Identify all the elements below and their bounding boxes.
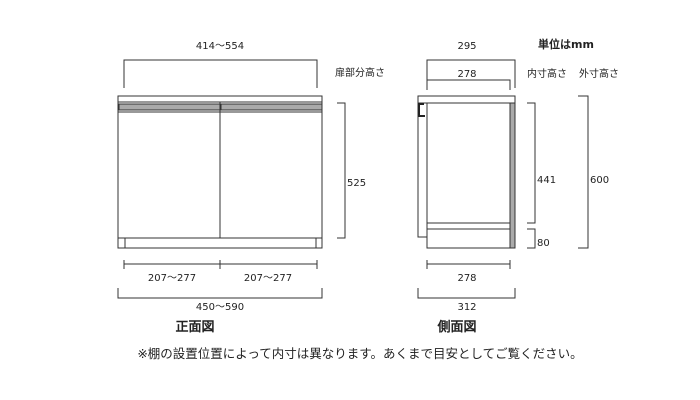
outer-height-dimension: [578, 95, 589, 249]
overall-width-dimension: [117, 288, 323, 299]
inner-height-label: 内寸高さ: [527, 67, 567, 80]
left-door-width: 207～277: [148, 273, 196, 284]
top-width-label: 414～554: [196, 41, 244, 52]
front-view: 414～554 525 扉部分高さ 207～277 207～277 450～59…: [117, 41, 385, 335]
base-height-value: 80: [537, 238, 550, 249]
outer-height-value: 600: [590, 175, 609, 186]
door-profile: [417, 102, 427, 238]
inner-height-dimension: [527, 102, 536, 224]
unit-label: 単位はmm: [538, 37, 594, 51]
inner-depth-label: 278: [457, 69, 476, 80]
top-width-dimension: [123, 59, 318, 88]
side-view-title: 側面図: [436, 319, 476, 335]
base-height-dimension: [527, 228, 536, 249]
outer-height-label: 外寸高さ: [579, 67, 619, 80]
left-handle-band: [118, 103, 221, 111]
right-door-width: 207～277: [244, 273, 292, 284]
side-top-plank: [417, 95, 516, 104]
back-panel: [509, 102, 516, 249]
right-handle-band: [220, 103, 323, 111]
footnote: ※棚の設置位置によって内寸は異なります。あくまで目安としてご覧ください。: [137, 346, 582, 361]
side-view: 295 278 単位はmm 内寸高さ 外寸高さ 441 80 600 278 3…: [417, 37, 619, 335]
door-width-dimension: [123, 260, 318, 269]
overall-depth-label: 312: [457, 302, 476, 313]
inner-depth-dimension: [426, 79, 511, 90]
door-height-value: 525: [347, 178, 366, 189]
overall-depth-dimension: [417, 288, 516, 299]
inner-height-value: 441: [537, 175, 556, 186]
door-height-dimension: [337, 102, 346, 239]
door-height-label: 扉部分高さ: [335, 66, 385, 79]
inner-depth-bottom-label: 278: [457, 273, 476, 284]
side-cabinet-body: [426, 102, 516, 249]
outer-depth-label: 295: [457, 41, 476, 52]
outer-depth-dimension: [426, 59, 516, 88]
inner-depth-bottom-dimension: [426, 260, 511, 269]
front-view-title: 正面図: [175, 320, 214, 335]
overall-width-label: 450～590: [196, 302, 244, 313]
hinge-icon: [418, 103, 425, 117]
